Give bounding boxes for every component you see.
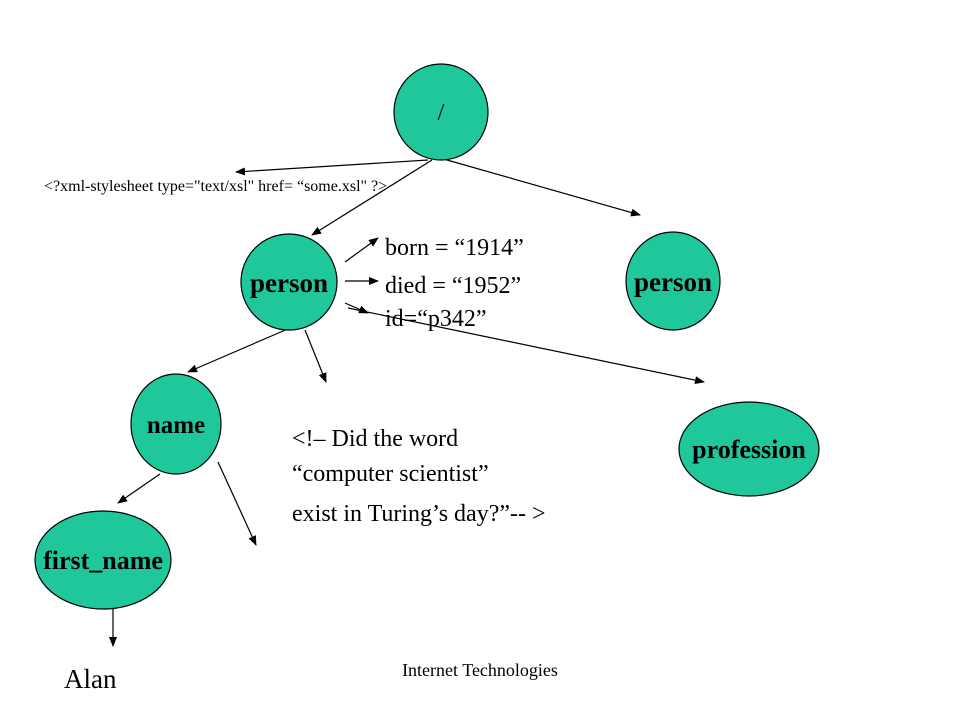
node-first-name: first_name	[34, 510, 172, 610]
node-profession-label: profession	[692, 435, 806, 464]
node-person-right-label: person	[634, 267, 712, 297]
slide-footer: Internet Technologies	[402, 660, 558, 680]
node-person-left: person	[240, 233, 338, 331]
node-name-label: name	[147, 412, 205, 439]
edge-root-to-person-left	[311, 159, 433, 236]
attribute-born: born = “1914”	[385, 235, 524, 261]
edge-name-to-text	[217, 461, 257, 546]
attribute-died: died = “1952”	[385, 273, 521, 299]
node-name: name	[130, 373, 222, 475]
comment-line-3: exist in Turing’s day?”-- >	[292, 501, 546, 527]
node-profession: profession	[678, 401, 820, 497]
edge-person-to-name	[187, 327, 291, 373]
processing-instruction: <?xml-stylesheet type="text/xsl" href= “…	[44, 178, 387, 195]
comment-line-2: “computer scientist”	[292, 461, 489, 487]
node-root-label: /	[438, 100, 445, 126]
edge-person-to-profession	[347, 307, 705, 385]
node-person-right: person	[625, 231, 721, 331]
edge-person-to-comment	[304, 329, 327, 383]
tree-edges	[109, 157, 705, 647]
edge-root-to-person-right	[439, 157, 641, 217]
edge-name-to-first-name	[117, 473, 161, 504]
text-node-alan: Alan	[64, 664, 117, 694]
attribute-id: id=“p342”	[385, 306, 487, 332]
edge-person-to-born	[344, 237, 379, 263]
node-root: /	[393, 63, 489, 161]
edge-root-to-stylesheet	[235, 159, 429, 176]
node-person-left-label: person	[250, 268, 328, 298]
comment-line-1: <!– Did the word	[292, 426, 458, 452]
node-first-name-label: first_name	[43, 546, 163, 575]
